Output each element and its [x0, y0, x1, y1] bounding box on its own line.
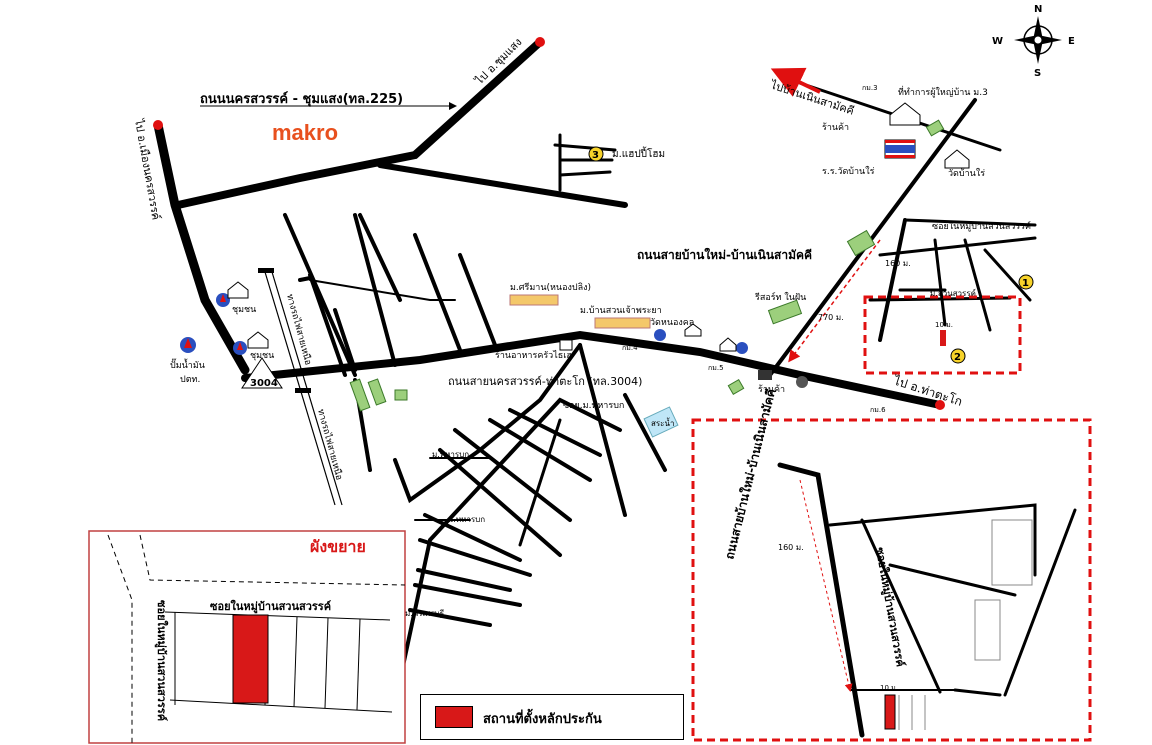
brand-logo: makro [272, 120, 338, 145]
thahan-label: ม.ทหารบก [432, 450, 469, 459]
compass-s: S [1034, 68, 1041, 79]
km-label: กม.3 [862, 84, 878, 92]
village-suansawan [868, 218, 1037, 342]
collateral-plot [940, 330, 946, 346]
distance-label: 160 ม. [885, 259, 911, 268]
temple-2-label: วัดหนองคล [650, 318, 694, 328]
inset-large [691, 418, 1092, 742]
svg-text:3: 3 [592, 150, 599, 161]
ptt-label: ปตท. [180, 375, 200, 385]
headman-label: ที่ทำการผู้ใหญ่บ้าน ม.3 [898, 85, 988, 98]
route-arrow [770, 67, 821, 97]
marker-1: 1 [1018, 274, 1034, 290]
km-label: กม.6 [870, 406, 886, 414]
school-label: ร.ร.วัดบ้านใร่ [822, 166, 875, 177]
km-label: กม.5 [708, 364, 724, 372]
road-3004 [241, 330, 944, 409]
ptt-station-icon [180, 293, 748, 355]
svg-text:1: 1 [1022, 278, 1029, 289]
inset-large-distance: 10 ม. [880, 684, 898, 692]
tree-icon [349, 119, 945, 412]
phrasri-label: ม.พรเศรษฐี [405, 609, 444, 618]
chumchon-label: ชุมชน [250, 351, 274, 361]
inset-large-road-label: ถนนสายบ้านใหม่-บ้านเนินสามัคคี [721, 387, 778, 561]
road-3004-shield: 3004 [250, 378, 278, 389]
legend-label: สถานที่ตั้งหลักประกัน [483, 712, 602, 727]
road-shield-icon [241, 357, 283, 389]
inset-large-distance: 160 ม. [778, 543, 804, 552]
ptt-station-label: ปั๊มน้ำมัน [170, 358, 205, 371]
marker-3: 3 [588, 146, 604, 162]
distance-label: 770 ม. [818, 313, 844, 322]
km-label: กม.4 [622, 344, 638, 352]
resort-label: รีสอร์ท ในฝัน [755, 291, 807, 303]
inset-small-soi-label: ซอยในหมู่บ้านสวนสวรรค์ [210, 599, 331, 614]
compass-w: W [992, 36, 1003, 47]
rail-label: ทางรถไฟสายเหนือ [315, 408, 345, 481]
soi-village-label: ซอยในหมู่บ้านสวนสวรรค์ [932, 220, 1031, 232]
house-icon [227, 102, 970, 352]
compass-e: E [1068, 36, 1075, 47]
restaurant-icon [509, 294, 651, 351]
route-arrow [788, 239, 881, 363]
route-end-marker [535, 37, 545, 47]
village-suan-label: ม.สวนสวรรค์ [930, 288, 976, 298]
legend-swatch [435, 706, 473, 728]
svg-text:2: 2 [954, 352, 961, 363]
inset-small-soi-vertical: ซอยในหมู่บ้านสวนสวรรค์ [154, 600, 169, 721]
rail-label: ทางรถไฟสายเหนือ [284, 293, 314, 366]
inset-small [88, 530, 406, 745]
road-3004-label: ถนนสายนครสวรรค์-ท่าตะโก (ทล.3004) [448, 374, 642, 388]
distance-label: 10 ม. [935, 321, 953, 329]
compass-n: N [1034, 4, 1042, 15]
flag-icon [884, 139, 916, 159]
highway-225 [153, 38, 628, 375]
route-end-marker [935, 400, 945, 410]
shop-label: ร้านค้า [758, 384, 785, 395]
pond-icon [643, 406, 679, 438]
soi-thahan-label: ซอย.ม.ทหารบก [563, 401, 624, 411]
village-baansuan-label: ม.บ้านสวนเจ้าพระยา [580, 305, 662, 316]
chumchon-label: ชุมชน [232, 305, 256, 315]
village-3-label: ม.แฮปปี้โฮม [612, 146, 665, 160]
pond-label: สระน้ำ [651, 417, 674, 428]
shop-label: ร้านค้า [822, 122, 849, 133]
restaurant-label: ร้านอาหารครัวไธเฮ [495, 350, 572, 361]
temple-label: วัดบ้านใร่ [948, 168, 985, 179]
compass-rose-icon: N S E W [992, 4, 1075, 79]
road-225-label: ถนนนครสวรรค์ - ชุมแสง(ทล.225) [200, 91, 403, 107]
railway [258, 268, 343, 506]
highlight-area [863, 295, 1022, 375]
legend: สถานที่ตั้งหลักประกัน [420, 694, 684, 740]
shop-icon [758, 370, 808, 388]
side-streets [283, 133, 617, 377]
village-sriman-label: ม.ศรีมาน(หนองปลิง) [510, 282, 591, 293]
road-baanmai-label: ถนนสายบ้านใหม่-บ้านเนินสามัคคี [637, 247, 812, 262]
inset-small-title: ผังขยาย [310, 537, 366, 556]
route-end-marker [153, 120, 163, 130]
thahan-label: ม.ทหารบก [448, 515, 485, 524]
marker-2: 2 [950, 348, 966, 364]
